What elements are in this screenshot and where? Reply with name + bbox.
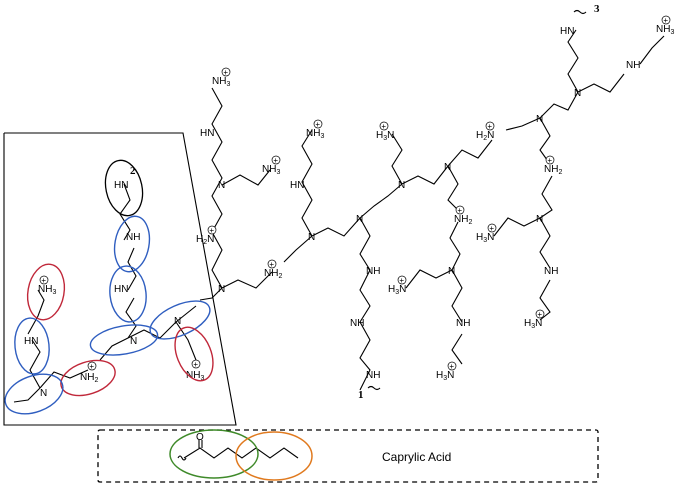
svg-text:NH2: NH2 [544, 164, 562, 176]
svg-text:NH: NH [626, 60, 640, 71]
svg-text:N: N [308, 232, 315, 243]
svg-text:HN: HN [114, 180, 128, 191]
svg-text:NH: NH [544, 266, 558, 277]
svg-text:N: N [444, 162, 451, 173]
svg-text:H3N: H3N [476, 232, 494, 244]
inset-atom-labels: HN NH HN N N NH3 NH2 N HN NH3 [24, 180, 204, 399]
svg-text:+: + [381, 122, 386, 131]
svg-text:H2N: H2N [196, 234, 214, 246]
svg-text:N: N [130, 336, 137, 347]
svg-text:N: N [574, 88, 581, 99]
svg-text:+: + [193, 360, 198, 369]
svg-text:HN: HN [114, 284, 128, 295]
main-charge-marks: + + + + + + + + + + + + + + [207, 15, 671, 371]
svg-text:HN: HN [290, 180, 304, 191]
svg-text:H3N: H3N [524, 318, 542, 330]
svg-text:NH3: NH3 [186, 370, 204, 382]
svg-text:NH3: NH3 [212, 76, 230, 88]
caprylic-acid-structure: O [183, 432, 299, 459]
svg-text:N: N [174, 316, 181, 327]
end-label-3: 3 [594, 3, 600, 15]
highlight-ellipses [4, 159, 214, 415]
svg-text:NH: NH [366, 370, 380, 381]
svg-text:N: N [448, 266, 455, 277]
svg-text:+: + [269, 260, 274, 269]
svg-text:H2N: H2N [476, 130, 494, 142]
svg-text:N: N [40, 388, 47, 399]
svg-text:+: + [457, 206, 462, 215]
svg-text:N: N [218, 180, 225, 191]
svg-text:+: + [487, 122, 492, 131]
svg-text:+: + [315, 120, 320, 129]
svg-text:H3N: H3N [436, 370, 454, 382]
svg-text:H3N: H3N [376, 130, 394, 142]
svg-text:H3N: H3N [388, 284, 406, 296]
svg-text:NH: NH [126, 232, 140, 243]
terminal-squiggles [177, 9, 587, 461]
svg-text:+: + [547, 156, 552, 165]
svg-text:+: + [489, 224, 494, 233]
inset-frame [3, 132, 237, 426]
main-atom-labels: NH3 HN N NH3 H2N N NH2 N HN NH3 N NH NH … [196, 24, 674, 382]
svg-text:+: + [223, 68, 228, 77]
svg-text:NH2: NH2 [264, 268, 282, 280]
caprylic-acid-box [97, 429, 599, 483]
svg-text:+: + [89, 362, 94, 371]
svg-text:+: + [537, 310, 542, 319]
svg-text:+: + [663, 16, 668, 25]
svg-text:N: N [398, 180, 405, 191]
svg-text:HN: HN [560, 26, 574, 37]
svg-text:O: O [196, 432, 204, 443]
svg-text:NH: NH [456, 318, 470, 329]
svg-text:N: N [536, 214, 543, 225]
end-label-2: 2 [130, 165, 136, 177]
svg-text:HN: HN [200, 128, 214, 139]
svg-text:+: + [41, 276, 46, 285]
main-bonds [199, 29, 665, 391]
svg-text:NH3: NH3 [656, 24, 674, 36]
svg-text:N: N [218, 284, 225, 295]
alkyl-chain-ellipse [235, 431, 313, 481]
svg-text:+: + [273, 156, 278, 165]
svg-text:NH3: NH3 [262, 164, 280, 176]
svg-text:+: + [209, 226, 214, 235]
svg-text:+: + [399, 276, 404, 285]
caprylic-acid-label: Caprylic Acid [382, 450, 451, 464]
svg-text:NH3: NH3 [306, 128, 324, 140]
svg-text:NH: NH [350, 318, 364, 329]
svg-text:NH2: NH2 [80, 372, 98, 384]
svg-text:HN: HN [24, 336, 38, 347]
svg-text:NH: NH [366, 266, 380, 277]
end-label-1: 1 [358, 389, 364, 401]
svg-text:+: + [449, 362, 454, 371]
acyl-group-ellipse [169, 429, 259, 479]
svg-text:NH2: NH2 [454, 214, 472, 226]
svg-text:NH3: NH3 [38, 284, 56, 296]
inset-charge-marks: + + + [39, 275, 201, 371]
svg-text:N: N [356, 214, 363, 225]
svg-text:N: N [536, 114, 543, 125]
